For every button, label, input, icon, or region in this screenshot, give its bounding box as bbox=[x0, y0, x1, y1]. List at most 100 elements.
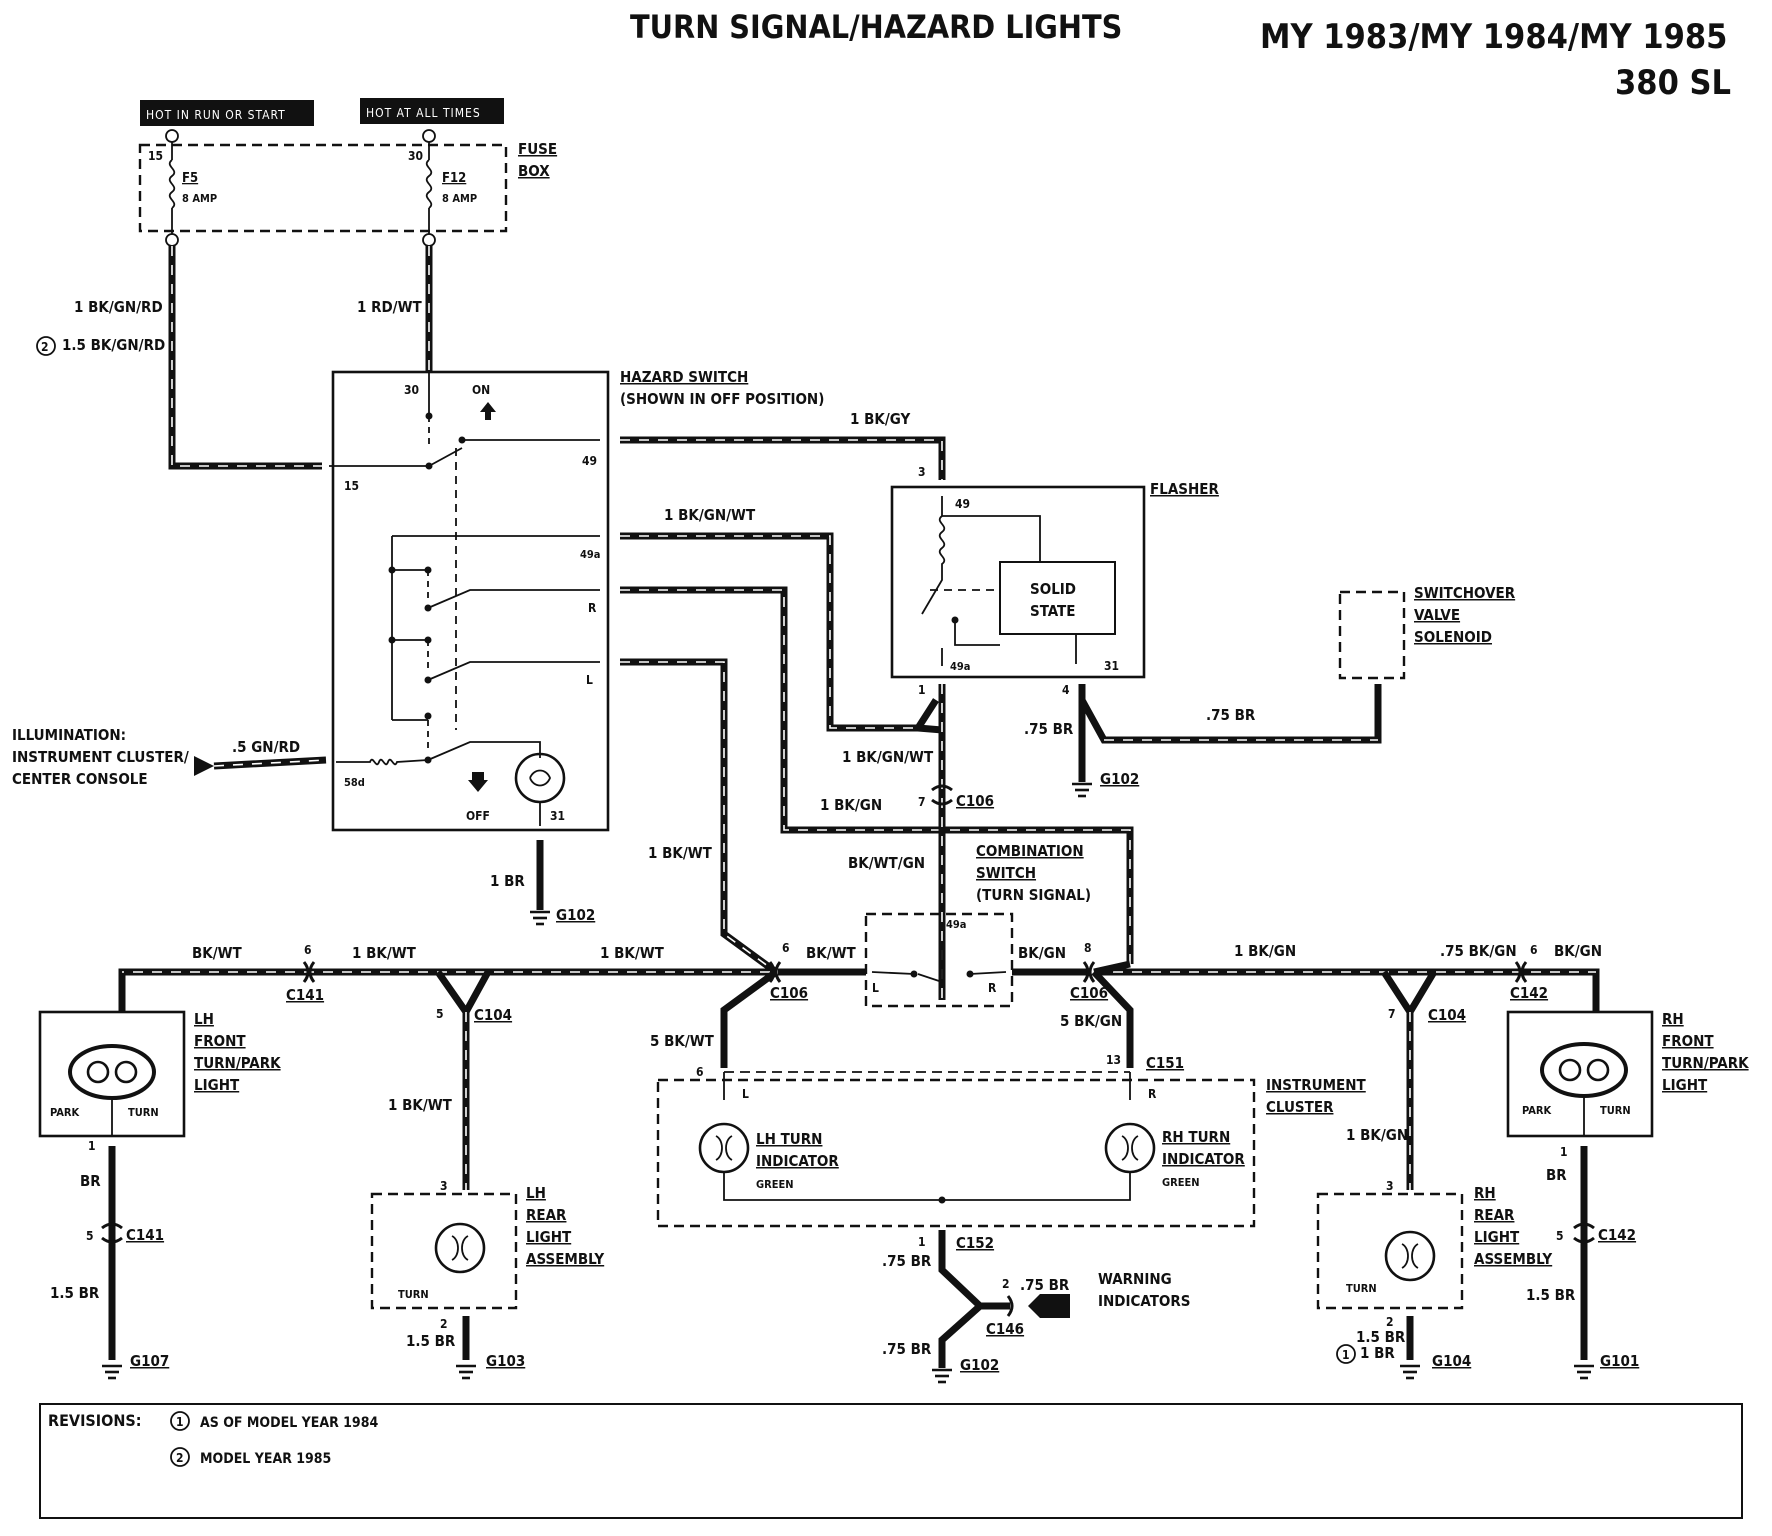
diagram-title: TURN SIGNAL/HAZARD LIGHTS bbox=[630, 8, 1122, 46]
pin-label: 3 bbox=[1386, 1179, 1394, 1193]
f5-terminal: 15 bbox=[148, 149, 163, 163]
connector-c142: C142 bbox=[1598, 1226, 1636, 1244]
combination-switch-label-3: (TURN SIGNAL) bbox=[976, 886, 1091, 904]
revisions-box: REVISIONS: 1 AS OF MODEL YEAR 1984 2 MOD… bbox=[39, 1403, 1743, 1519]
rh-indicator-color: GREEN bbox=[1162, 1176, 1200, 1189]
connector-label: C141 bbox=[286, 986, 324, 1004]
terminal-label: R bbox=[1148, 1087, 1157, 1101]
illumination-feed bbox=[194, 756, 327, 776]
hazard-output-wires bbox=[620, 436, 1134, 975]
ground-symbol-icon bbox=[1072, 782, 1092, 798]
ground-symbol-icon bbox=[530, 910, 550, 926]
terminal-label: L bbox=[742, 1087, 749, 1101]
pin-label: 3 bbox=[440, 1179, 448, 1193]
revision-1-text: AS OF MODEL YEAR 1984 bbox=[200, 1415, 378, 1431]
turn-label: TURN bbox=[398, 1288, 429, 1301]
on-label: ON bbox=[472, 383, 490, 397]
pin-label: 1 bbox=[918, 1235, 926, 1249]
wire-label: .75 BR bbox=[1020, 1276, 1070, 1294]
revision-2-number: 2 bbox=[176, 1451, 184, 1465]
connector-c106-left: 6 C106 bbox=[768, 941, 808, 1002]
pin-label: 2 bbox=[440, 1317, 448, 1331]
combination-switch-label-2: SWITCH bbox=[976, 864, 1036, 882]
rh-indicator-label-2: INDICATOR bbox=[1162, 1150, 1245, 1168]
connector-c106-right: 8 C106 bbox=[1070, 941, 1108, 1002]
rh-front-light: PARK TURN bbox=[1506, 1010, 1654, 1138]
ground-g101: G101 bbox=[1600, 1352, 1639, 1370]
wire-label: 1 BK/GN/WT bbox=[842, 748, 934, 766]
wire-label: .75 BR bbox=[882, 1340, 932, 1358]
rh-rear-label-3: LIGHT bbox=[1474, 1228, 1520, 1246]
wire-label: BR bbox=[80, 1172, 101, 1190]
rh-front-label-3: TURN/PARK bbox=[1662, 1054, 1749, 1072]
park-label: PARK bbox=[1522, 1104, 1552, 1117]
wire-label: 1 BK/GN bbox=[820, 796, 882, 814]
switchover-valve-solenoid bbox=[1338, 590, 1406, 680]
wire-label: 1 BR bbox=[490, 872, 525, 890]
lh-indicator-color: GREEN bbox=[756, 1178, 794, 1191]
wire-label: .75 BR bbox=[1206, 706, 1256, 724]
connector-c106: 7 C106 bbox=[918, 784, 994, 810]
switchover-label-2: VALVE bbox=[1414, 606, 1460, 624]
lh-rear-light: TURN bbox=[370, 1192, 518, 1310]
illumination-label-2: INSTRUMENT CLUSTER/ bbox=[12, 748, 189, 766]
hot-at-all-times-label: HOT AT ALL TIMES bbox=[366, 106, 481, 120]
terminal-label: 30 bbox=[404, 383, 419, 397]
wire-label: 1 BK/GY bbox=[850, 410, 911, 428]
wire-label: 1.5 BR bbox=[406, 1332, 456, 1350]
connector-c104-left: 5 C104 bbox=[436, 1006, 512, 1024]
wire-label: 1 BK/GN/RD bbox=[74, 298, 163, 316]
lh-front-label: LH bbox=[194, 1010, 214, 1028]
rh-rear-label-2: REAR bbox=[1474, 1206, 1515, 1224]
model-name: 380 SL bbox=[1615, 63, 1731, 103]
ground-g103: G103 bbox=[486, 1352, 525, 1370]
lh-rear-label-3: LIGHT bbox=[526, 1228, 572, 1246]
up-arrow-icon bbox=[480, 402, 496, 420]
rh-front-label-2: FRONT bbox=[1662, 1032, 1714, 1050]
lh-indicator-label-2: INDICATOR bbox=[756, 1152, 839, 1170]
solid-state-label: SOLID bbox=[1030, 580, 1076, 598]
wire-label: 1.5 BR bbox=[1526, 1286, 1576, 1304]
wire-label: BK/GN bbox=[1018, 944, 1066, 962]
terminal-label: L bbox=[586, 673, 593, 687]
wire-label: BK/WT/GN bbox=[848, 854, 925, 872]
pin-label: 1 bbox=[1560, 1145, 1568, 1159]
illumination-label: ILLUMINATION: bbox=[12, 726, 126, 744]
terminal-label: 15 bbox=[344, 479, 359, 493]
lh-front-label-3: TURN/PARK bbox=[194, 1054, 281, 1072]
ground-g102: G102 bbox=[556, 906, 595, 924]
wire-label: .75 BR bbox=[1024, 720, 1074, 738]
pin-label: 2 bbox=[1386, 1315, 1394, 1329]
lh-rear-label-4: ASSEMBLY bbox=[526, 1250, 604, 1268]
instrument-cluster: L R LH TURN INDICATOR GREEN RH TURN INDI… bbox=[656, 1053, 1256, 1228]
right-bus-wires bbox=[1012, 960, 1600, 1190]
connector-label: C142 bbox=[1510, 984, 1548, 1002]
flasher: FLASHER 3 49 SOLID STATE 49a 31 1 4 bbox=[890, 465, 1219, 697]
left-bus-wires bbox=[118, 968, 866, 1190]
ground-symbol-icon bbox=[1400, 1364, 1420, 1380]
fuse-box: 15 F5 8 AMP 30 F12 8 AMP FUSE BOX bbox=[138, 129, 557, 247]
pin-label: 5 bbox=[436, 1007, 444, 1021]
pin-label: 7 bbox=[1388, 1007, 1396, 1021]
revisions-label: REVISIONS: bbox=[48, 1411, 142, 1430]
wire-label: .75 BR bbox=[882, 1252, 932, 1270]
connector-label: C106 bbox=[770, 984, 808, 1002]
hazard-switch: HAZARD SWITCH (SHOWN IN OFF POSITION) 30… bbox=[329, 368, 824, 832]
f12-rating: 8 AMP bbox=[442, 192, 477, 205]
wire-label: 1.5 BK/GN/RD bbox=[62, 336, 165, 354]
pin-label: 13 bbox=[1106, 1053, 1121, 1067]
fuse-box-label-2: BOX bbox=[518, 162, 550, 180]
ground-g102: G102 bbox=[1100, 770, 1139, 788]
terminal-label: 49a bbox=[946, 918, 966, 931]
f5-name: F5 bbox=[182, 171, 198, 186]
pin-label: 6 bbox=[1530, 943, 1538, 957]
pin-label: 5 bbox=[86, 1229, 94, 1243]
wire-label: 1 BK/WT bbox=[388, 1096, 453, 1114]
rh-indicator-label: RH TURN bbox=[1162, 1128, 1230, 1146]
ground-symbol-icon bbox=[1574, 1364, 1594, 1380]
connector-c151: C151 bbox=[1146, 1054, 1184, 1072]
terminal-label: R bbox=[588, 601, 597, 615]
wire-label: 5 BK/GN bbox=[1060, 1012, 1122, 1030]
pin-label: 4 bbox=[1062, 683, 1070, 697]
ground-g102: G102 bbox=[960, 1356, 999, 1374]
